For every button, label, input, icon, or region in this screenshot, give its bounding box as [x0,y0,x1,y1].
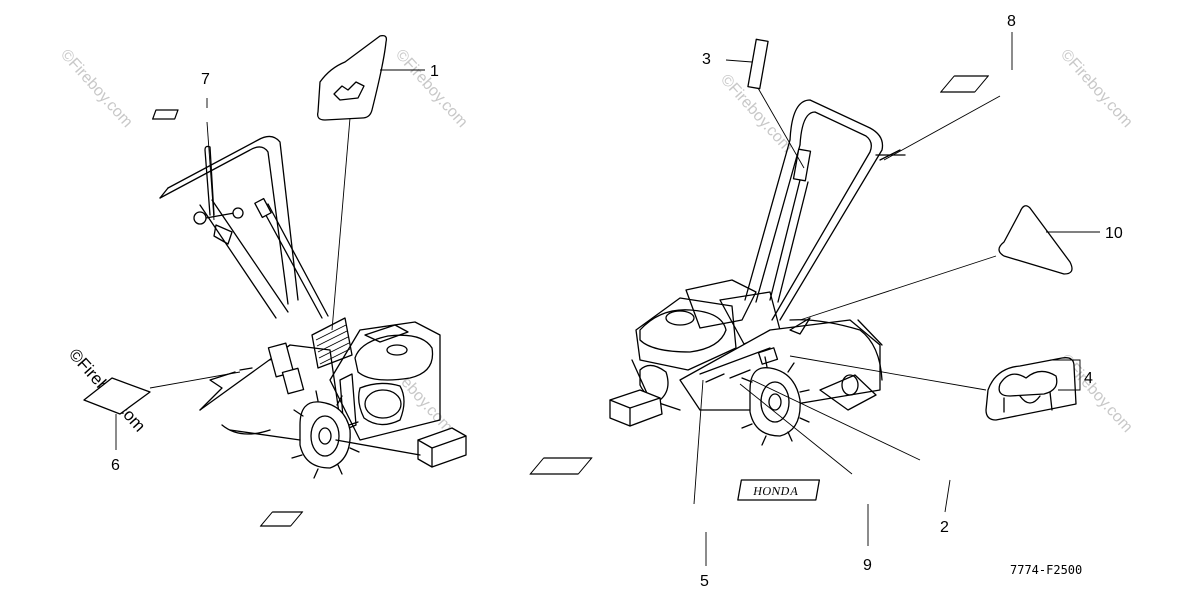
part-label-6: 6 [111,457,120,474]
part-label-5: 5 [700,573,709,590]
part-label-4: 4 [1084,370,1093,387]
part-label-8: 8 [1007,13,1016,30]
decal-9-text: HONDA [752,484,800,498]
part-label-3: 3 [702,51,711,68]
part-label-10: 10 [1105,225,1123,242]
right-decals: 3 8 10 4 5 HONDA 9 2 [259,13,1123,590]
left-decals: 1 7 6 [83,34,439,474]
decal-6-shape [83,377,151,415]
decal-1-shape [317,34,388,121]
right-tiller-illustration [609,99,906,446]
part-label-2: 2 [940,519,949,536]
decal-2-shape [529,457,593,475]
part-label-1: 1 [430,63,439,80]
watermark: ©Fireboy.com [392,46,471,131]
decal-7-shape [151,109,179,120]
decal-3-shape [747,38,769,90]
watermark: ©Fireboy.com [1057,46,1136,131]
decal-10-shape [998,205,1073,275]
left-tiller-illustration [159,117,467,479]
watermark: ©Fireboy.com [57,46,136,131]
decal-8-shape [939,75,990,93]
decal-9-shape [737,479,821,501]
part-label-9: 9 [863,557,872,574]
part-label-7: 7 [201,71,210,88]
drawing-code: 7774-F2500 [1010,563,1082,577]
decal-5-shape [259,511,304,527]
